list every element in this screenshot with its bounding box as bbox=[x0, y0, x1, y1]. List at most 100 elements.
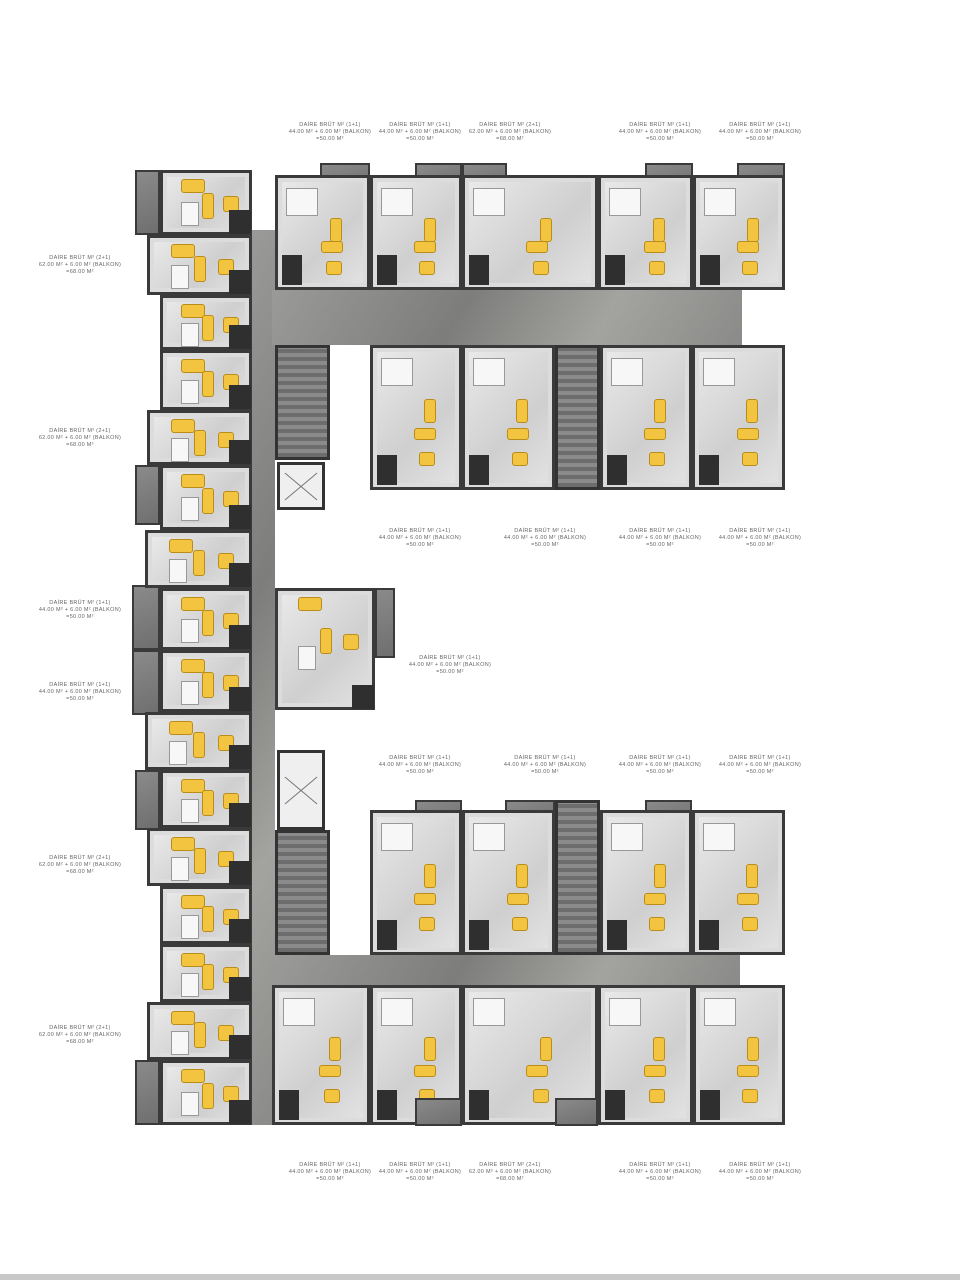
unit-area-total: =50.00 M² bbox=[646, 542, 674, 548]
bed bbox=[611, 358, 643, 386]
unit-area-label: DAİRE BRÜT M² (1+1)44.00 M² + 6.00 M² (B… bbox=[504, 528, 586, 549]
bed bbox=[473, 998, 505, 1026]
unit-area-area: 44.00 M² + 6.00 M² (BALKON) bbox=[38, 607, 122, 613]
bed bbox=[181, 1092, 200, 1117]
unit-area-total: =68.00 M² bbox=[496, 1176, 524, 1182]
apartment-unit bbox=[160, 465, 252, 530]
unit-area-title: DAİRE BRÜT M² (1+1) bbox=[729, 1162, 791, 1168]
unit-area-title: DAİRE BRÜT M² (1+1) bbox=[299, 122, 361, 128]
bed bbox=[609, 998, 641, 1026]
unit-area-total: =68.00 M² bbox=[66, 269, 94, 275]
page-bottom-edge bbox=[0, 1274, 960, 1280]
sofa bbox=[653, 398, 666, 423]
bed bbox=[473, 188, 505, 216]
apartment-unit bbox=[692, 810, 785, 955]
unit-area-label: DAİRE BRÜT M² (1+1)44.00 M² + 6.00 M² (B… bbox=[719, 755, 801, 776]
sofa bbox=[539, 1037, 552, 1061]
bed bbox=[181, 915, 200, 940]
bed bbox=[283, 998, 315, 1026]
sofa bbox=[414, 241, 437, 254]
apartment-unit bbox=[160, 650, 252, 712]
sofa bbox=[181, 779, 206, 793]
apartment-unit bbox=[370, 345, 462, 490]
bathroom bbox=[607, 455, 627, 485]
bathroom bbox=[352, 685, 374, 709]
bed bbox=[169, 741, 188, 766]
apartment-unit bbox=[160, 295, 252, 350]
sofa bbox=[539, 218, 552, 243]
armchair bbox=[649, 917, 665, 932]
bed bbox=[381, 188, 413, 216]
balcony bbox=[135, 170, 160, 235]
unit-area-title: DAİRE BRÜT M² (1+1) bbox=[729, 755, 791, 761]
bed bbox=[473, 358, 505, 386]
unit-area-title: DAİRE BRÜT M² (1+1) bbox=[49, 600, 111, 606]
unit-area-area: 44.00 M² + 6.00 M² (BALKON) bbox=[503, 535, 587, 541]
stair-core bbox=[555, 345, 600, 490]
apartment-unit bbox=[147, 1002, 252, 1060]
unit-area-label: DAİRE BRÜT M² (2+1)62.00 M² + 6.00 M² (B… bbox=[39, 855, 121, 876]
unit-area-area: 44.00 M² + 6.00 M² (BALKON) bbox=[288, 129, 372, 135]
unit-area-total: =50.00 M² bbox=[746, 1176, 774, 1182]
unit-area-title: DAİRE BRÜT M² (1+1) bbox=[629, 122, 691, 128]
unit-area-area: 62.00 M² + 6.00 M² (BALKON) bbox=[468, 129, 552, 135]
unit-area-total: =68.00 M² bbox=[66, 869, 94, 875]
sofa bbox=[201, 314, 214, 341]
unit-area-title: DAİRE BRÜT M² (1+1) bbox=[514, 528, 576, 534]
unit-area-title: DAİRE BRÜT M² (1+1) bbox=[389, 122, 451, 128]
unit-area-label: DAİRE BRÜT M² (1+1)44.00 M² + 6.00 M² (B… bbox=[619, 755, 701, 776]
unit-area-label: DAİRE BRÜT M² (1+1)44.00 M² + 6.00 M² (B… bbox=[409, 655, 491, 676]
apartment-unit bbox=[370, 175, 462, 290]
unit-area-area: 44.00 M² + 6.00 M² (BALKON) bbox=[38, 689, 122, 695]
bathroom bbox=[469, 255, 489, 285]
bed bbox=[169, 559, 188, 584]
unit-area-title: DAİRE BRÜT M² (1+1) bbox=[419, 655, 481, 661]
unit-area-total: =50.00 M² bbox=[646, 136, 674, 142]
bed bbox=[473, 823, 505, 851]
unit-area-area: 44.00 M² + 6.00 M² (BALKON) bbox=[378, 762, 462, 768]
bathroom bbox=[699, 455, 719, 485]
armchair bbox=[741, 917, 758, 932]
bed bbox=[703, 358, 735, 386]
unit-area-label: DAİRE BRÜT M² (1+1)44.00 M² + 6.00 M² (B… bbox=[379, 528, 461, 549]
unit-area-label: DAİRE BRÜT M² (1+1)44.00 M² + 6.00 M² (B… bbox=[379, 122, 461, 143]
bathroom bbox=[700, 255, 720, 285]
bed bbox=[703, 823, 735, 851]
unit-area-total: =50.00 M² bbox=[746, 769, 774, 775]
sofa bbox=[644, 427, 667, 440]
sofa bbox=[201, 906, 214, 933]
apartment-unit bbox=[160, 1060, 252, 1125]
sofa bbox=[320, 241, 343, 254]
bed bbox=[181, 202, 200, 227]
sofa bbox=[423, 398, 436, 423]
apartment-unit bbox=[370, 810, 462, 955]
armchair bbox=[511, 452, 528, 467]
sofa bbox=[516, 863, 529, 888]
sofa bbox=[746, 218, 759, 243]
sofa bbox=[746, 863, 759, 888]
armchair bbox=[419, 452, 435, 467]
unit-area-title: DAİRE BRÜT M² (1+1) bbox=[514, 755, 576, 761]
unit-area-title: DAİRE BRÜT M² (2+1) bbox=[49, 255, 111, 261]
sofa bbox=[194, 1022, 207, 1049]
unit-area-label: DAİRE BRÜT M² (1+1)44.00 M² + 6.00 M² (B… bbox=[619, 528, 701, 549]
bed bbox=[704, 188, 736, 216]
bathroom bbox=[229, 505, 251, 529]
armchair bbox=[325, 260, 342, 275]
unit-area-label: DAİRE BRÜT M² (2+1)62.00 M² + 6.00 M² (B… bbox=[469, 1162, 551, 1183]
bathroom bbox=[469, 1090, 489, 1120]
bathroom bbox=[377, 1090, 397, 1120]
balcony bbox=[135, 1060, 160, 1125]
sofa bbox=[181, 304, 206, 318]
apartment-unit bbox=[160, 170, 252, 235]
sofa bbox=[181, 474, 206, 488]
sofa bbox=[192, 550, 205, 577]
sofa bbox=[746, 398, 759, 423]
unit-area-area: 44.00 M² + 6.00 M² (BALKON) bbox=[503, 762, 587, 768]
unit-area-title: DAİRE BRÜT M² (1+1) bbox=[389, 1162, 451, 1168]
staircase bbox=[275, 345, 330, 460]
unit-area-area: 62.00 M² + 6.00 M² (BALKON) bbox=[38, 1032, 122, 1038]
sofa bbox=[181, 895, 206, 909]
unit-area-area: 44.00 M² + 6.00 M² (BALKON) bbox=[618, 535, 702, 541]
